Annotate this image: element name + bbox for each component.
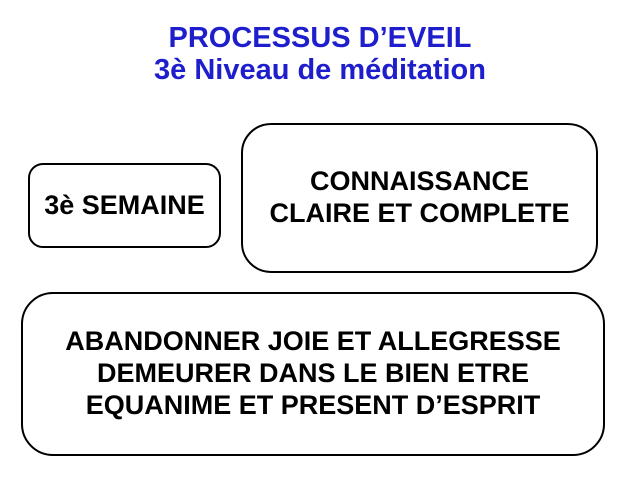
box-abandonner-line-2: DEMEURER DANS LE BIEN ETRE [96, 358, 530, 389]
box-abandonner: ABANDONNER JOIE ET ALLEGRESSE DEMEURER D… [21, 292, 605, 456]
slide-title-line-1: PROCESSUS D’EVEIL [168, 22, 472, 54]
slide-title: PROCESSUS D’EVEIL 3è Niveau de méditatio… [0, 22, 640, 87]
box-semaine-text: 3è SEMAINE [44, 189, 205, 220]
box-abandonner-line-1: ABANDONNER JOIE ET ALLEGRESSE [65, 326, 561, 357]
box-connaissance-line-2: CLAIRE ET COMPLETE [269, 198, 570, 228]
box-connaissance: CONNAISSANCE CLAIRE ET COMPLETE [241, 123, 598, 273]
slide-title-line-2: 3è Niveau de méditation [154, 54, 486, 87]
box-semaine: 3è SEMAINE [28, 163, 221, 248]
box-abandonner-line-3: EQUANIME ET PRESENT D’ESPRIT [85, 389, 541, 420]
box-connaissance-line-1: CONNAISSANCE [309, 166, 530, 197]
